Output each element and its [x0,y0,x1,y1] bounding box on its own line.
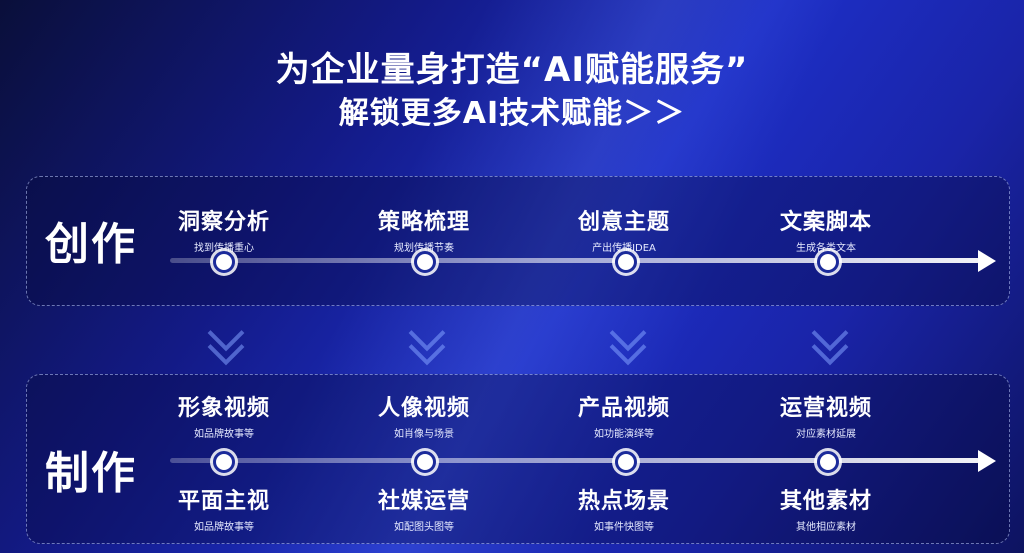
item-label: 其他素材 [779,489,872,514]
production-bottom-item-4: 其他素材 其他相应素材 [726,483,926,533]
step-label: 策略梳理 [377,210,470,235]
timeline-node [213,451,235,473]
item-desc: 如肖像与场景 [394,429,454,440]
production-top-item-1: 形象视频 如品牌故事等 [124,390,324,440]
creation-step-1: 洞察分析 找到传播重心 [124,204,324,254]
creation-panel [26,176,1010,306]
production-arrow-icon [978,450,996,472]
timeline-node [414,251,436,273]
timeline-node [615,251,637,273]
item-label: 形象视频 [177,396,270,421]
creation-timeline-axis [170,258,980,263]
subheadline: 解锁更多AI技术赋能＞＞ [338,96,686,131]
item-desc: 对应素材延展 [796,429,856,440]
production-title: 制作 [45,448,137,499]
item-label: 产品视频 [577,396,670,421]
headline: 为企业量身打造“AI赋能服务” [275,50,749,90]
item-label: 平面主视 [177,489,270,514]
creation-title: 创作 [45,219,137,270]
item-label: 运营视频 [779,396,872,421]
step-desc: 生成各类文本 [796,243,856,254]
creation-step-3: 创意主题 产出传播IDEA [524,204,724,254]
production-bottom-item-1: 平面主视 如品牌故事等 [124,483,324,533]
item-desc: 如配图头图等 [394,522,454,533]
item-label: 社媒运营 [377,489,470,514]
step-label: 创意主题 [577,210,670,235]
production-top-item-3: 产品视频 如功能演绎等 [524,390,724,440]
production-timeline-axis [170,458,980,463]
step-desc: 找到传播重心 [194,243,254,254]
production-top-item-2: 人像视频 如肖像与场景 [324,390,524,440]
production-bottom-item-2: 社媒运营 如配图头图等 [324,483,524,533]
item-label: 人像视频 [377,396,470,421]
item-desc: 如品牌故事等 [194,522,254,533]
timeline-node [414,451,436,473]
step-label: 文案脚本 [779,210,872,235]
timeline-node [817,251,839,273]
item-desc: 如事件快图等 [594,522,654,533]
production-bottom-item-3: 热点场景 如事件快图等 [524,483,724,533]
step-label: 洞察分析 [177,210,270,235]
creation-step-2: 策略梳理 规划传播节奏 [324,204,524,254]
item-desc: 如品牌故事等 [194,429,254,440]
creation-step-4: 文案脚本 生成各类文本 [726,204,926,254]
production-top-item-4: 运营视频 对应素材延展 [726,390,926,440]
timeline-node [615,451,637,473]
item-label: 热点场景 [577,489,670,514]
item-desc: 其他相应素材 [796,522,856,533]
step-desc: 规划传播节奏 [394,243,454,254]
timeline-node [213,251,235,273]
creation-arrow-icon [978,250,996,272]
step-desc: 产出传播IDEA [592,243,656,254]
item-desc: 如功能演绎等 [594,429,654,440]
timeline-node [817,451,839,473]
